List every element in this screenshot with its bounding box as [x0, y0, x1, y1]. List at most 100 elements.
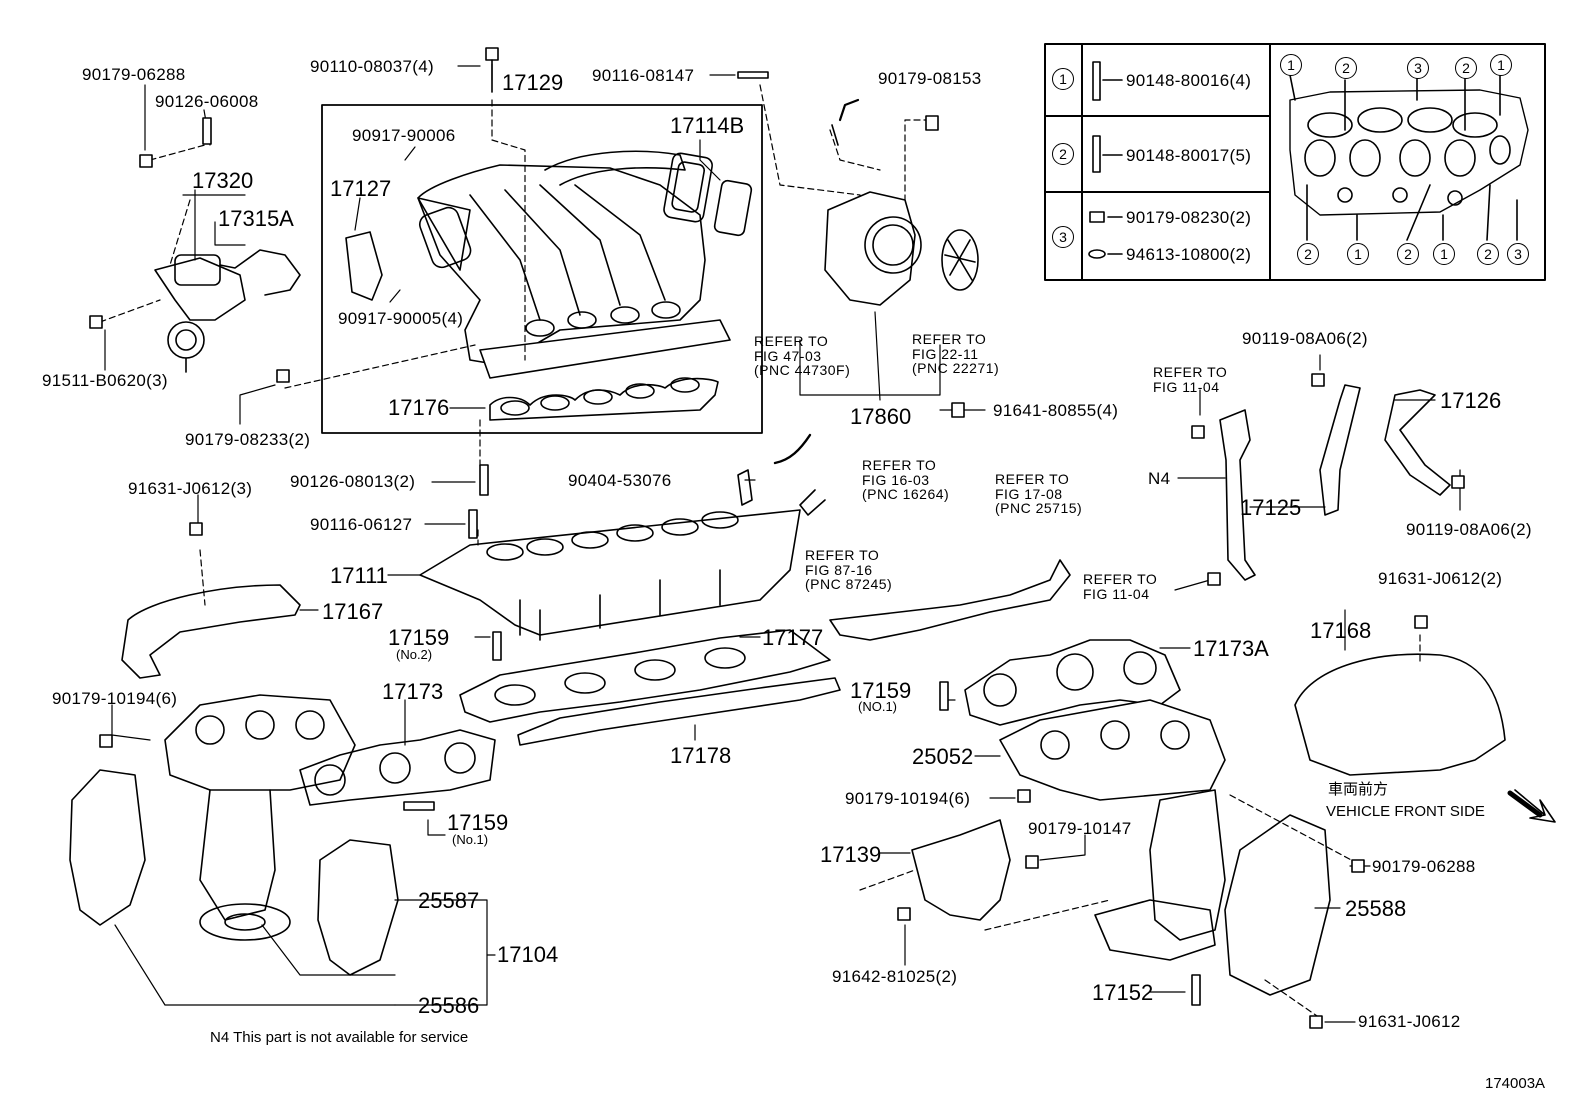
bracket-17139 [911, 819, 1011, 921]
label-17139: 17139 [820, 842, 882, 867]
vehicle-front-arrow-icon [1507, 789, 1556, 823]
gasket-throttle-22271 [941, 229, 979, 291]
catalytic-converter-right [1094, 789, 1226, 961]
label-90119-08a06-top: 90119-08A06(2) [1242, 329, 1368, 348]
heat-insulator-17167 [121, 584, 301, 679]
gasket-17173a [964, 639, 1181, 726]
legend-graphics [1044, 43, 1546, 281]
refer-fig-16-03: REFER TO FIG 16-03 (PNC 16264) [862, 457, 950, 503]
legend-top-marker: 3 [1407, 57, 1429, 79]
label-17104: 17104 [497, 942, 559, 967]
lower-intake-manifold-17111 [419, 433, 826, 641]
legend-bottom-marker: 2 [1477, 243, 1499, 265]
gasket-17114b [663, 152, 753, 237]
refer-fig-11-04-bottom: REFER TO FIG 11-04 [1083, 571, 1158, 602]
label-17159-no1-left-sub: (No.1) [452, 832, 489, 847]
catalytic-converter-25587 [317, 839, 399, 976]
label-17167: 17167 [322, 599, 384, 624]
legend-row-3-number: 3 [1052, 226, 1074, 248]
label-17176: 17176 [388, 395, 450, 420]
label-90116-06127: 90116-06127 [310, 515, 413, 534]
gasket-17127 [345, 231, 383, 301]
legend-row-2-number: 2 [1052, 143, 1074, 165]
label-90126-06008: 90126-06008 [155, 92, 259, 111]
legend-top-marker: 1 [1490, 54, 1512, 76]
label-90179-06288: 90179-06288 [82, 65, 186, 84]
label-17320: 17320 [192, 168, 254, 193]
legend-row-3-part-b: 94613-10800(2) [1126, 245, 1252, 264]
label-17152: 17152 [1092, 980, 1154, 1005]
catalytic-converter-25586 [69, 769, 146, 926]
label-17178: 17178 [670, 743, 732, 768]
label-17860: 17860 [850, 404, 912, 429]
legend-top-marker: 2 [1335, 57, 1357, 79]
gasket-17178 [517, 677, 841, 746]
fasteners [89, 47, 1465, 1029]
label-90110-08037: 90110-08037(4) [310, 57, 434, 76]
label-90116-08147: 90116-08147 [592, 66, 695, 85]
legend-row-1-part: 90148-80016(4) [1126, 71, 1252, 90]
gasket-17173 [299, 729, 496, 806]
label-17168: 17168 [1310, 618, 1372, 643]
label-90126-08013: 90126-08013(2) [290, 472, 416, 491]
label-17159-no1-right: 17159 [850, 678, 912, 703]
legend-row-2-part: 90148-80017(5) [1126, 146, 1252, 165]
label-90119-08a06-bottom: 90119-08A06(2) [1406, 520, 1532, 539]
legend-bottom-marker: 1 [1433, 243, 1455, 265]
label-25586: 25586 [418, 993, 480, 1018]
gasket-17176 [489, 377, 719, 421]
throttle-body-17860 [824, 98, 922, 306]
gasket-17177 [459, 629, 831, 723]
service-note: N4 This part is not available for servic… [210, 1029, 469, 1046]
dashed-leaders [99, 84, 1421, 1019]
figure-code: 174003A [1485, 1075, 1546, 1092]
bracket-17125 [1319, 384, 1361, 516]
refer-fig-17-08: REFER TO FIG 17-08 (PNC 25715) [995, 471, 1083, 517]
legend-bottom-marker: 3 [1507, 243, 1529, 265]
exhaust-manifold-left [164, 694, 356, 941]
label-90917-90005: 90917-90005(4) [338, 309, 464, 328]
label-17126: 17126 [1440, 388, 1502, 413]
label-90404-53076: 90404-53076 [568, 471, 672, 490]
vehicle-front-jp: 車両前方 [1328, 781, 1389, 798]
legend-bottom-marker: 2 [1397, 243, 1419, 265]
label-91642-81025: 91642-81025(2) [832, 967, 958, 986]
legend-top-marker: 2 [1455, 57, 1477, 79]
label-91511-b0620: 91511-B0620(3) [42, 371, 168, 390]
heat-insulator-25588 [1224, 814, 1331, 996]
label-90179-10194-right: 90179-10194(6) [845, 789, 971, 808]
legend-row-3-part-a: 90179-08230(2) [1126, 208, 1252, 227]
label-17315a: 17315A [218, 206, 294, 231]
label-17159-no1-left: 17159 [447, 810, 509, 835]
label-90179-10194-left: 90179-10194(6) [52, 689, 178, 708]
label-n4: N4 [1148, 469, 1171, 488]
vehicle-front-label: VEHICLE FRONT SIDE [1326, 803, 1485, 820]
label-90179-06288-right: 90179-06288 [1372, 857, 1476, 876]
label-91631-j0612-2: 91631-J0612(2) [1378, 569, 1503, 588]
label-17129: 17129 [502, 70, 564, 95]
exhaust-manifold-25052 [999, 699, 1226, 801]
label-90917-90006: 90917-90006 [352, 126, 456, 145]
refer-fig-87-16: REFER TO FIG 87-16 (PNC 87245) [805, 547, 893, 593]
label-17159-no2-sub: (No.2) [396, 647, 433, 662]
label-17177: 17177 [762, 625, 824, 650]
label-90179-08153: 90179-08153 [878, 69, 982, 88]
label-17125: 17125 [1240, 495, 1302, 520]
label-17173a: 17173A [1193, 636, 1269, 661]
label-17159-no1-right-sub: (NO.1) [858, 699, 897, 714]
label-17111: 17111 [330, 563, 388, 588]
refer-fig-47-03: REFER TO FIG 47-03 (PNC 44730F) [754, 333, 851, 379]
label-91631-j0612-3: 91631-J0612(3) [128, 479, 253, 498]
upper-manifold-group-box [321, 104, 763, 434]
heat-insulator-17168 [1294, 653, 1506, 776]
label-17173: 17173 [382, 679, 444, 704]
legend-top-marker: 1 [1280, 54, 1302, 76]
label-25588: 25588 [1345, 896, 1407, 921]
legend-bottom-marker: 1 [1347, 243, 1369, 265]
label-17159-no2: 17159 [388, 625, 450, 650]
label-17114b: 17114B [670, 113, 745, 138]
label-91641-80855: 91641-80855(4) [993, 401, 1119, 420]
label-17127: 17127 [330, 176, 392, 201]
